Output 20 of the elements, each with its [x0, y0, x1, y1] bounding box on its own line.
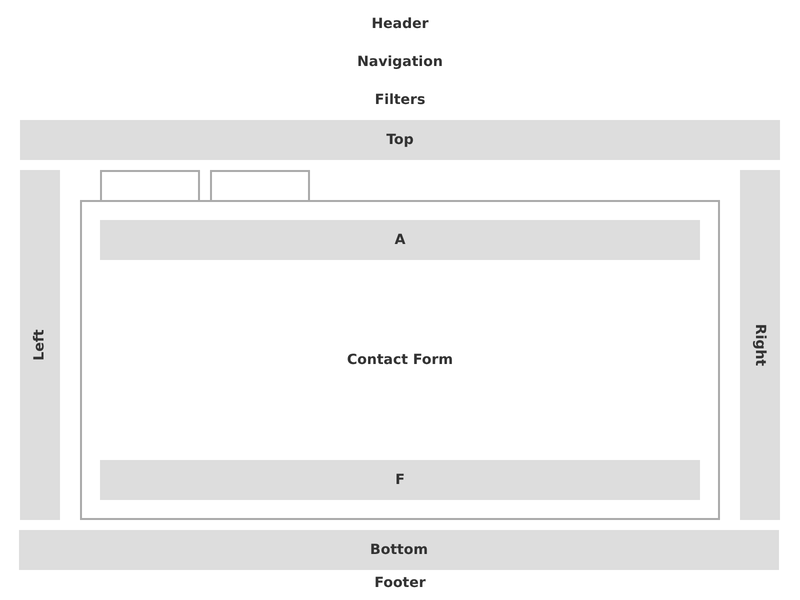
right-sidebar: [740, 170, 780, 520]
bar-label: Right: [752, 324, 768, 366]
heading-text: Footer: [374, 575, 426, 591]
bottom-bar: [19, 530, 779, 570]
panel-title: Contact Form: [347, 352, 453, 368]
tab: [100, 170, 200, 202]
form-panel: [80, 200, 720, 520]
left-sidebar: [20, 170, 60, 520]
bar-label: F: [395, 472, 405, 488]
section-bar: [100, 220, 700, 260]
bar-label: Left: [32, 329, 48, 361]
heading-text: Header: [371, 16, 429, 32]
section-bar: [100, 460, 700, 500]
heading-text: Filters: [374, 92, 426, 108]
bar-label: Bottom: [370, 542, 428, 558]
tab: [210, 170, 310, 202]
bar-label: Top: [386, 132, 414, 148]
top-bar: [20, 120, 780, 160]
bar-label: A: [394, 232, 406, 248]
heading-text: Navigation: [357, 54, 443, 70]
